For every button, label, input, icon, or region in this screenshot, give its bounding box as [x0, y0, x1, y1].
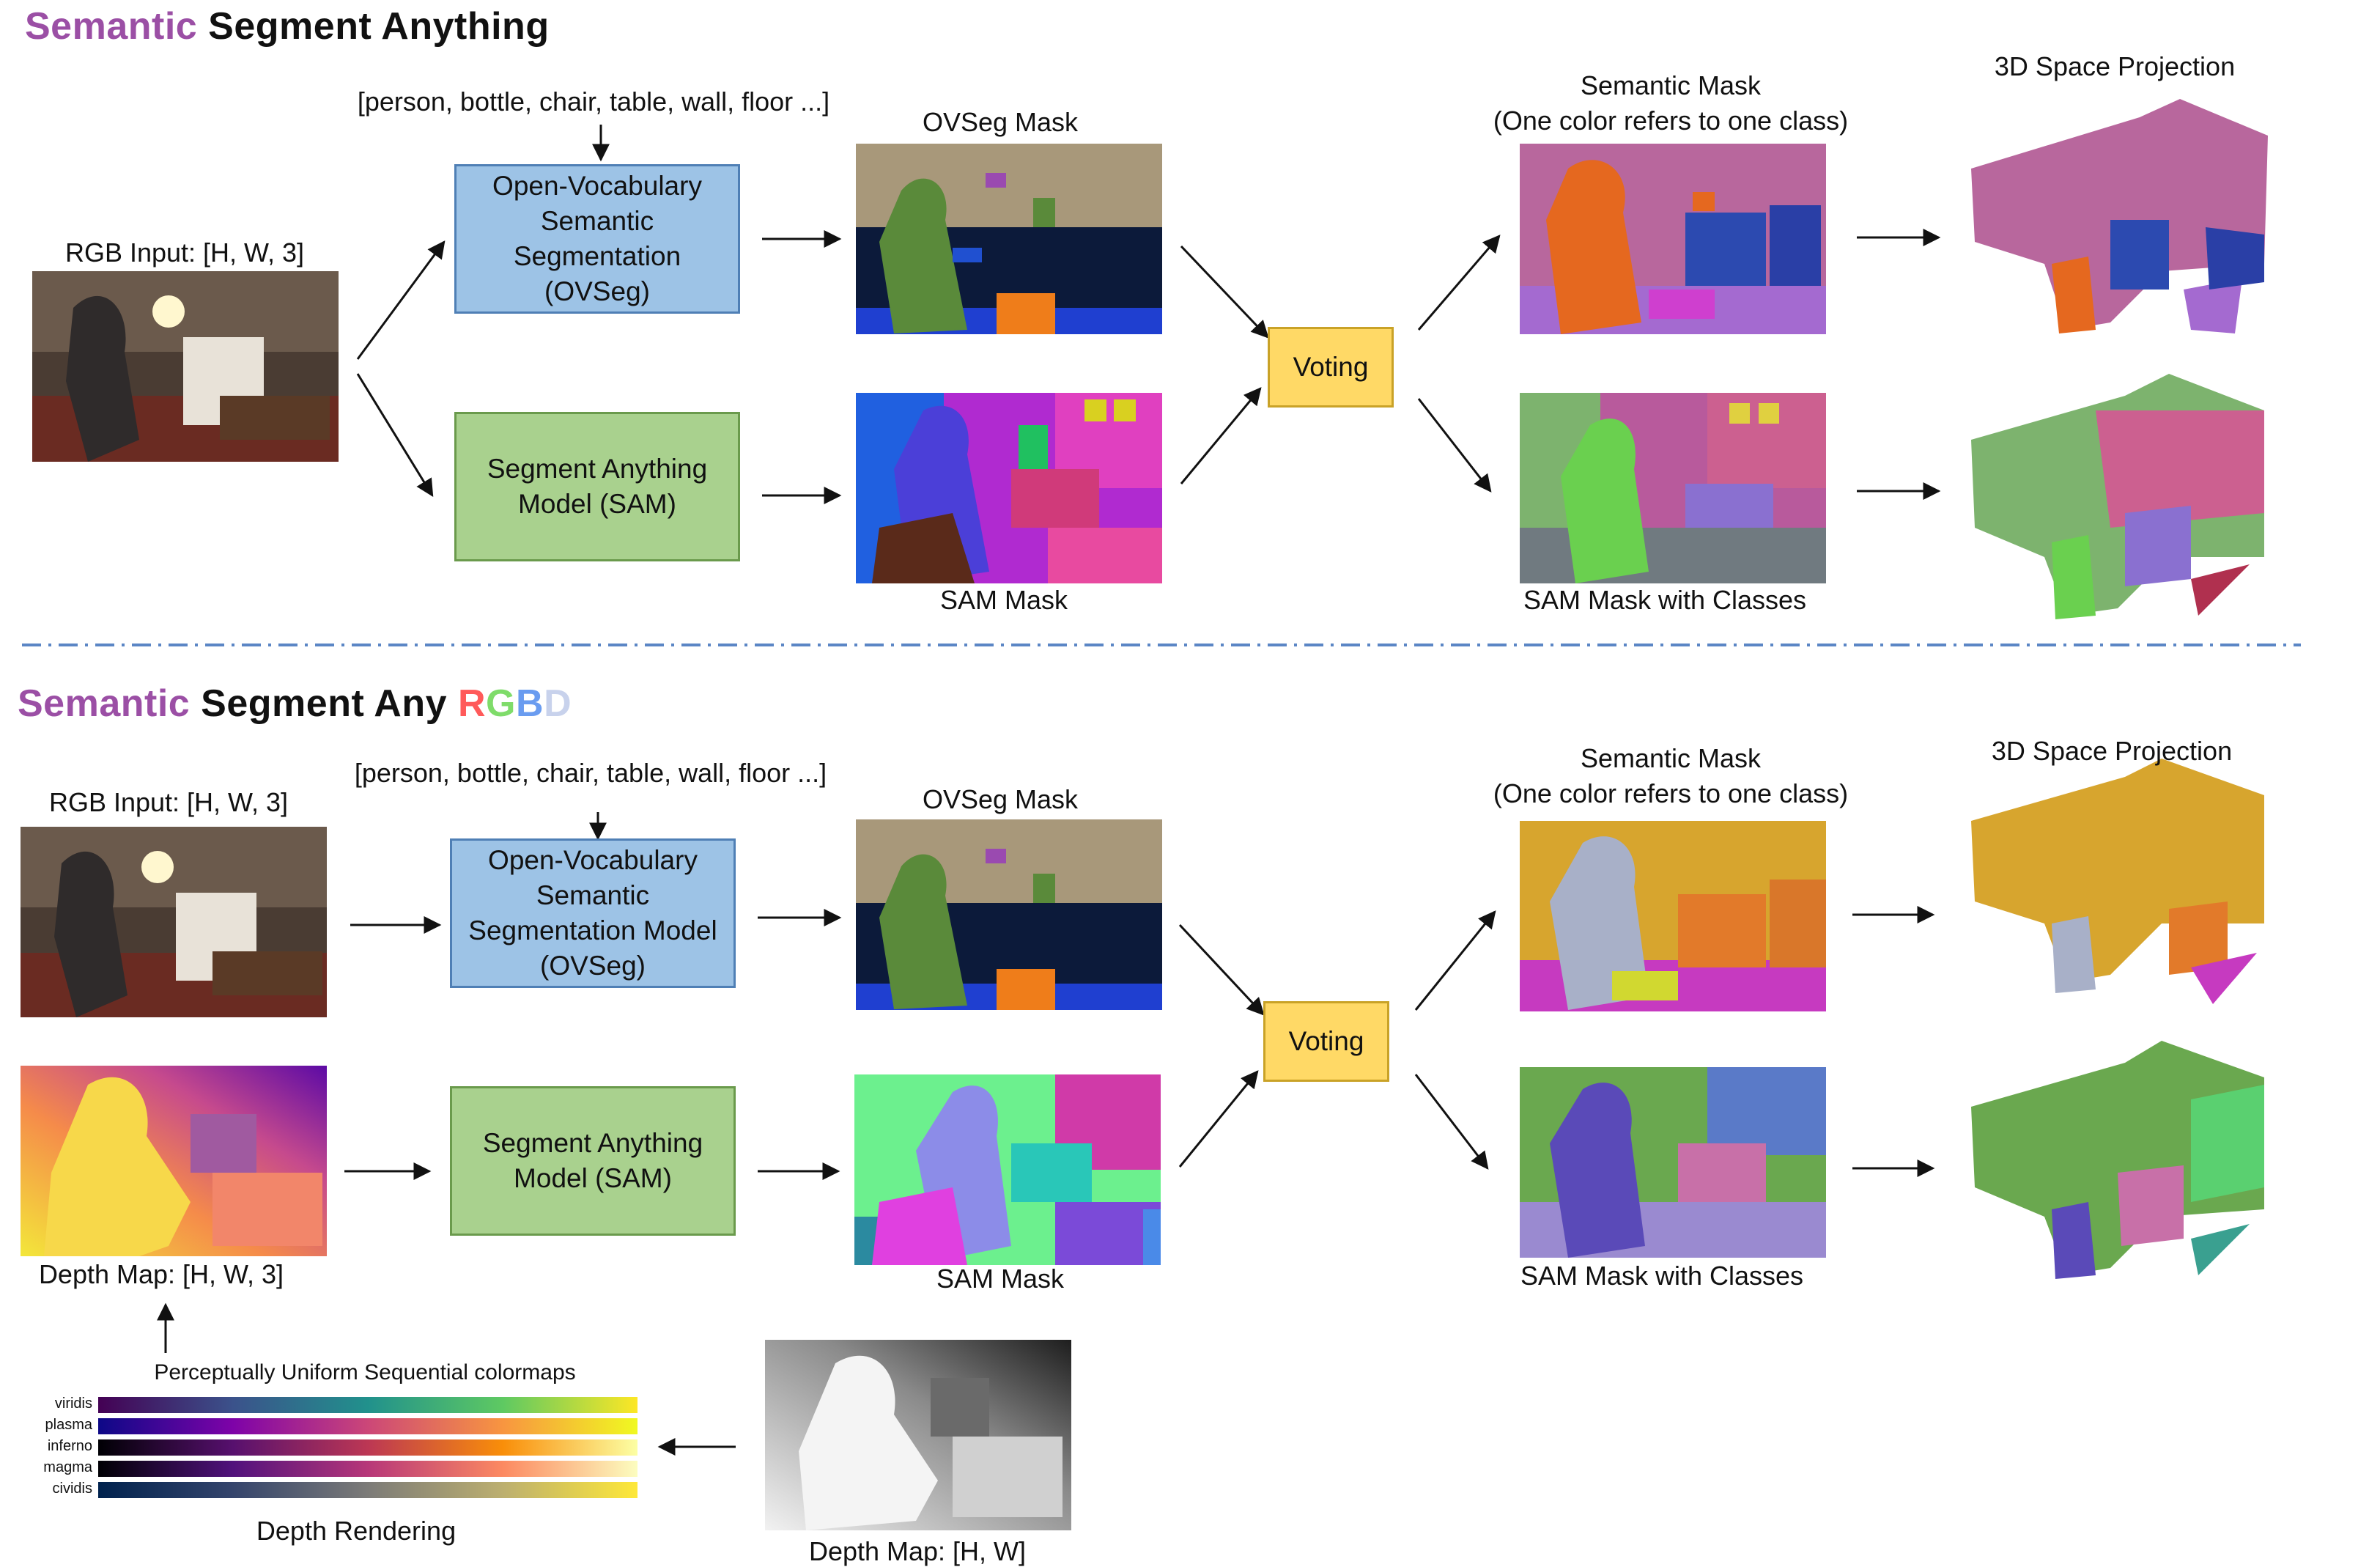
colormap-title: Perceptually Uniform Sequential colormap… [154, 1360, 576, 1385]
top-voting-box: Voting [1268, 327, 1394, 408]
bottom-title-semantic: Semantic [18, 682, 191, 725]
bottom-title-rest: Segment Any [201, 682, 448, 725]
colormap-panel [98, 1397, 638, 1498]
top-title: Semantic Segment Anything [25, 4, 550, 48]
depth-map-raw-label: Depth Map: [H, W] [808, 1536, 1027, 1566]
colormap-plasma-bar [98, 1418, 638, 1434]
bottom-sam-mask-label: SAM Mask [936, 1264, 1065, 1294]
colormap-cividis-bar [98, 1482, 638, 1498]
bottom-voting-box: Voting [1263, 1001, 1389, 1082]
bottom-rgb-input-label: RGB Input: [H, W, 3] [48, 787, 289, 817]
colormap-name-cividis: cividis [52, 1481, 92, 1497]
top-sam-mask-classes-image [1520, 393, 1826, 583]
bottom-semantic-mask-image [1520, 821, 1826, 1011]
bottom-sam-mask-classes-image [1520, 1067, 1826, 1258]
colormap-name-magma: magma [43, 1459, 92, 1475]
top-title-semantic: Semantic [25, 5, 198, 48]
top-projection-label: 3D Space Projection [1994, 51, 2236, 81]
arrow-bottom-voting-to-semantic [1414, 910, 1496, 1011]
arrow-bottom-voting-to-samclasses [1414, 1074, 1489, 1170]
depth-map-gray-image [765, 1340, 1071, 1530]
top-sam-mask-label: SAM Mask [939, 585, 1068, 615]
top-rgb-input-label: RGB Input: [H, W, 3] [64, 237, 305, 268]
colormap-name-viridis: viridis [54, 1395, 92, 1412]
arrow-top-voting-to-semantic [1417, 235, 1501, 331]
bottom-class-list: [person, bottle, chair, table, wall, flo… [354, 758, 827, 788]
top-class-list: [person, bottle, chair, table, wall, flo… [357, 86, 830, 117]
top-rgb-input-image [32, 271, 339, 462]
rgbd-letter-d: D [544, 682, 572, 725]
bottom-sam-mask-image [854, 1074, 1161, 1265]
top-projection-semantic-image [1971, 99, 2268, 333]
top-semantic-mask-image [1520, 144, 1826, 334]
top-sam-mask-image [856, 393, 1162, 583]
top-ovseg-mask-image [856, 144, 1162, 334]
bottom-semantic-mask-label-2: (One color refers to one class) [1493, 778, 1849, 808]
bottom-projection-semantic-image [1971, 759, 2264, 1004]
arrow-top-voting-to-samclasses [1417, 398, 1492, 493]
bottom-sam-box: Segment Anything Model (SAM) [450, 1086, 736, 1236]
bottom-sam-mask-classes-label: SAM Mask with Classes [1520, 1261, 1804, 1291]
top-semantic-mask-label-1: Semantic Mask [1580, 70, 1762, 100]
top-title-rest: Segment Anything [208, 5, 550, 48]
colormap-magma-bar [98, 1461, 638, 1477]
top-sam-mask-classes-label: SAM Mask with Classes [1523, 585, 1807, 615]
top-semantic-mask-label-2: (One color refers to one class) [1493, 106, 1849, 136]
bottom-rgb-input-image [21, 827, 327, 1017]
arrow-top-rgb-to-ovseg [356, 240, 446, 360]
bottom-projection-label: 3D Space Projection [1991, 736, 2233, 766]
top-ovseg-box: Open-Vocabulary Semantic Segmentation (O… [454, 164, 740, 314]
arrow-top-rgb-to-sam [356, 373, 434, 498]
arrow-top-ovsegmask-to-voting [1180, 245, 1269, 339]
colormap-name-inferno: inferno [47, 1438, 92, 1454]
bottom-ovseg-mask-label: OVSeg Mask [922, 784, 1079, 814]
arrow-bottom-ovsegmask-to-voting [1178, 923, 1265, 1016]
depth-map-3ch-label: Depth Map: [H, W, 3] [38, 1259, 284, 1289]
top-ovseg-mask-label: OVSeg Mask [922, 107, 1079, 137]
arrow-top-sammask-to-voting [1180, 387, 1262, 484]
rgbd-letter-b: B [516, 682, 544, 725]
rgbd-letter-g: G [486, 682, 516, 725]
top-sam-box: Segment Anything Model (SAM) [454, 412, 740, 561]
depth-rendering-label: Depth Rendering [256, 1516, 457, 1546]
bottom-ovseg-box: Open-Vocabulary Semantic Segmentation Mo… [450, 838, 736, 988]
rgbd-letter-r: R [457, 682, 487, 725]
arrow-bottom-sammask-to-voting [1178, 1070, 1259, 1168]
bottom-semantic-mask-label-1: Semantic Mask [1580, 743, 1762, 773]
depth-map-colored-image [21, 1066, 327, 1256]
colormap-viridis-bar [98, 1397, 638, 1413]
bottom-projection-sam-image [1971, 1041, 2264, 1279]
colormap-inferno-bar [98, 1439, 638, 1456]
top-projection-sam-image [1971, 374, 2264, 619]
bottom-title: Semantic Segment Any RGBD [18, 682, 572, 726]
colormap-name-plasma: plasma [45, 1417, 92, 1433]
rgbd-logo: RGBD [458, 682, 572, 725]
bottom-ovseg-mask-image [856, 819, 1162, 1010]
